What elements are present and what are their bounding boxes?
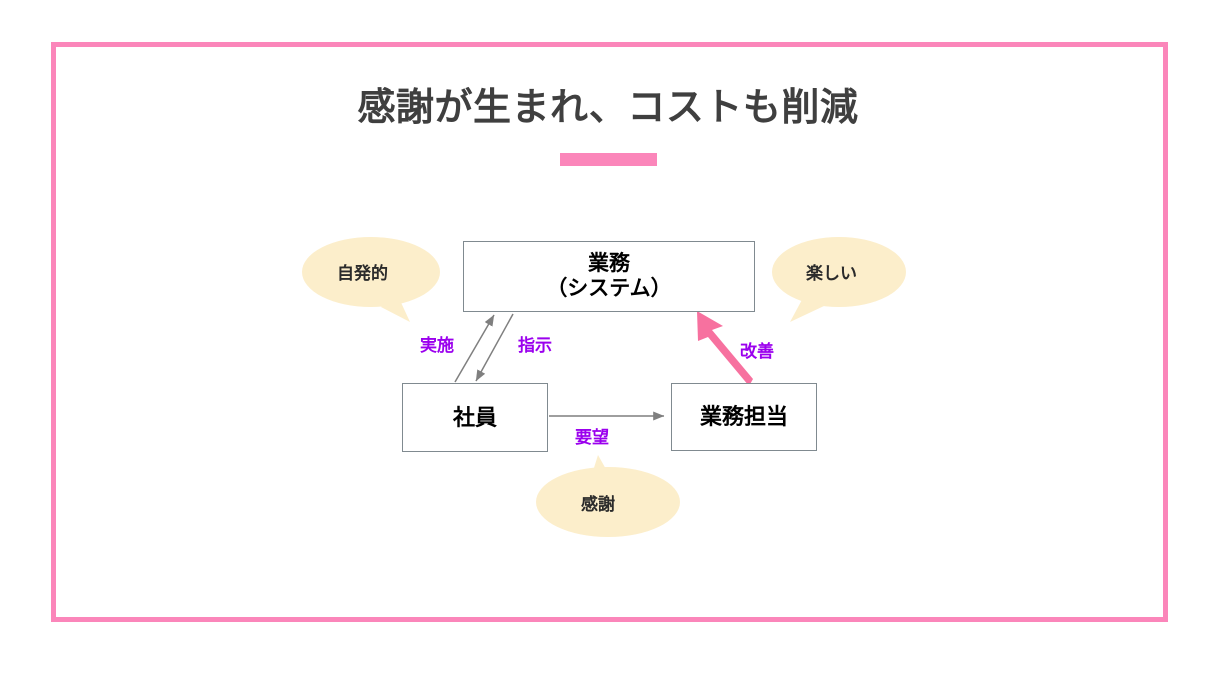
node-box-shain-line1: 社員: [452, 404, 497, 430]
edge-label-jisshi: 実施: [420, 336, 454, 355]
speech-bubble-tanoshi-label: 楽しい: [806, 264, 857, 283]
speech-bubble-jihatsu-label: 自発的: [337, 264, 388, 283]
edge-label-youbou: 要望: [575, 428, 609, 447]
edge-arrow-shiji: [475, 313, 514, 382]
slide-pink-frame: [51, 42, 1168, 622]
node-box-tantou-line1: 業務担当: [699, 404, 788, 430]
edge-label-shiji: 指示: [518, 336, 552, 355]
node-box-tantou[interactable]: 業務担当: [671, 383, 817, 451]
node-box-shain[interactable]: 社員: [402, 383, 548, 452]
edge-label-kaizen: 改善: [740, 342, 774, 361]
title-underline-bar: [560, 153, 657, 166]
node-box-gyomu[interactable]: 業務 （システム）: [463, 241, 755, 312]
speech-bubble-kansha-label: 感謝: [581, 495, 615, 514]
node-box-gyomu-line2: （システム）: [546, 276, 672, 300]
node-box-gyomu-line1: 業務: [588, 251, 630, 275]
page-title: 感謝が生まれ、コストも削減: [357, 87, 859, 129]
edge-arrow-jisshi: [454, 314, 495, 383]
